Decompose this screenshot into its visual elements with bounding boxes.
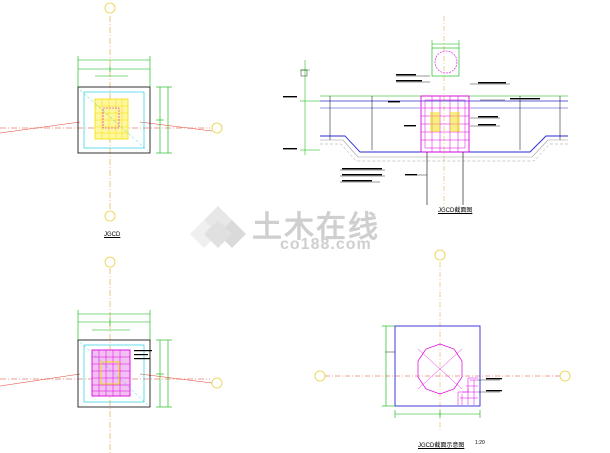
pile-cap-inner-line (83, 344, 145, 403)
axis-bubble-right-tl (211, 122, 223, 134)
axis-bubble-top-bl (104, 256, 116, 268)
axis-diagonal-line (139, 373, 213, 384)
column-circle (434, 50, 458, 74)
pile-cap-outline-bl (77, 339, 151, 408)
foundation-bottom-profile-3 (320, 143, 568, 162)
leader-lines (340, 75, 510, 183)
axis-bubble-top-br (434, 249, 446, 261)
pile-inner-dashed (102, 107, 120, 129)
axis-bubble-right-br (559, 370, 571, 382)
rebar-cage-lines (92, 350, 130, 396)
elevation-dims (300, 60, 320, 155)
annotation-marks-bl (134, 350, 152, 360)
dimension-top-tl (77, 56, 151, 87)
plan-bottom-right (314, 249, 571, 430)
annotation-marks-br (486, 378, 502, 392)
column-diagonal (417, 348, 463, 390)
rebar-grid-lines (95, 99, 128, 139)
column-polygon (417, 343, 463, 395)
co188-logo-icon (190, 206, 246, 248)
scale-label: 1:20 (475, 440, 485, 446)
watermark-en: co188.com (280, 236, 372, 253)
dimension-right-tl (156, 86, 172, 154)
axis-bubble-right-bl (211, 377, 223, 389)
dimension-top-bl (77, 310, 151, 340)
plan-top-left (0, 2, 223, 222)
plan-bottom-left (0, 256, 223, 453)
rebar-cage (91, 349, 131, 397)
pile-cap-diagonal (79, 89, 149, 152)
dimension-left-br (382, 325, 395, 407)
axis-bubble-left-br (314, 370, 326, 382)
column-dimension (431, 40, 460, 48)
pile-cap-outline-br (394, 325, 481, 407)
pile-cap-outline (77, 86, 151, 154)
pile-cap-inner-line (83, 91, 145, 149)
cap-rebars (421, 96, 469, 152)
hatch-block (450, 112, 460, 132)
column-top-box (431, 47, 460, 77)
annotation-marks (283, 69, 540, 182)
slab-markers (329, 96, 561, 150)
axis-diagonal-line (0, 121, 81, 134)
hatch-block (430, 112, 440, 132)
axis-diagonal-line (0, 373, 81, 387)
section-title-top-right: JGCD截面图 (438, 208, 473, 214)
dimension-right-bl (156, 339, 172, 408)
plan-title-bottom-right: JGCD截面示意图 (418, 443, 465, 449)
leader-lines-br (385, 351, 500, 393)
foundation-bottom-profile-2 (320, 139, 568, 158)
axis-bubble-bottom-tl (104, 210, 116, 222)
pile-inner-yellow (100, 361, 120, 385)
rebar-grid (94, 98, 129, 140)
dimension-bottom-br (394, 410, 481, 418)
plan-title-top-left: JGCD (104, 232, 121, 238)
axis-diagonal-line (139, 121, 213, 132)
pile-cap-diagonal (79, 341, 149, 406)
axis-bubble-top-tl (104, 2, 116, 14)
corner-rebar-detail (457, 377, 478, 405)
watermark-cn: 土木在线 (252, 211, 380, 244)
section-top-right (283, 16, 568, 208)
